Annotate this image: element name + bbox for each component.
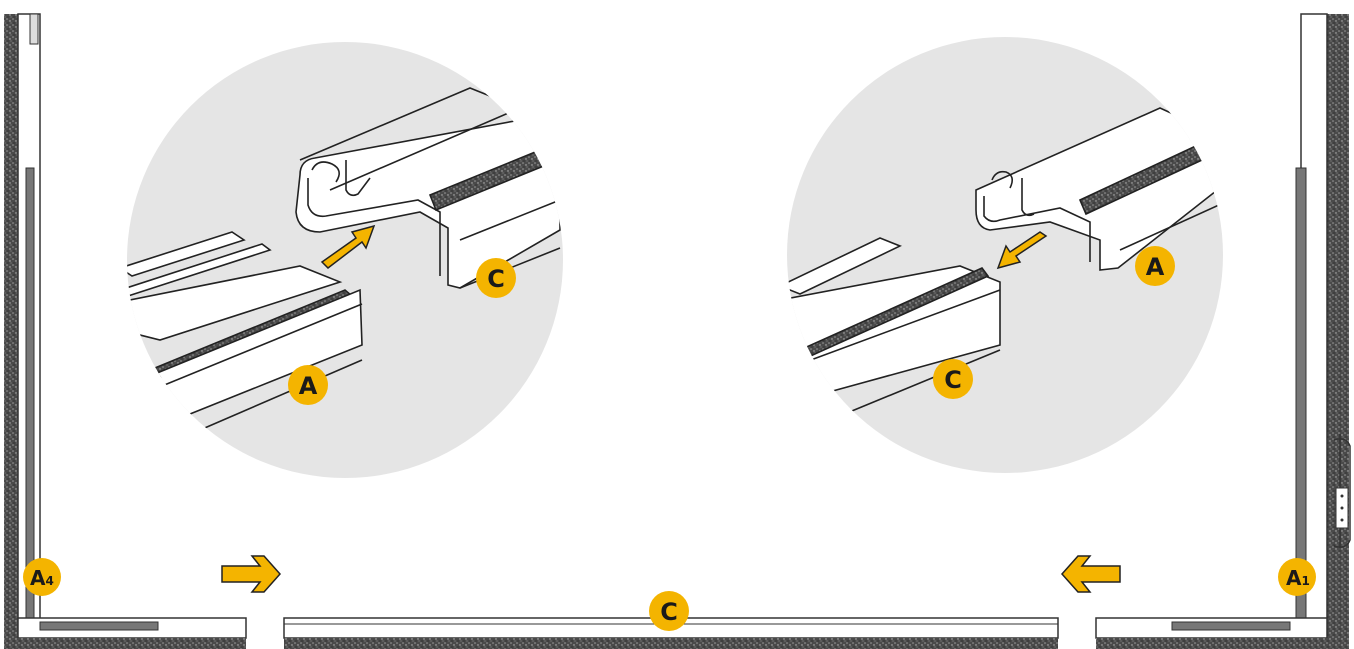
svg-text:C: C [487,265,505,293]
svg-text:A4: A4 [30,566,54,590]
svg-text:C: C [944,366,962,394]
badge-corner-left: A4 [23,558,61,596]
right-detail-view [787,37,1223,473]
badge-right-detail-top: A [1135,246,1175,286]
left-detail-view [127,42,563,478]
hinge [1333,434,1351,548]
arrow-right-icon [221,555,282,593]
badge-left-detail-top: C [476,258,516,298]
arrow-left-icon [1060,555,1121,593]
arrow-down-left-icon [996,231,1048,270]
svg-text:A: A [1146,253,1165,281]
badge-bottom-center: C [649,591,689,631]
badge-left-detail-bottom: A [288,365,328,405]
right-wall-profile [1095,13,1351,649]
svg-text:C: C [660,598,678,626]
svg-text:A1: A1 [1286,566,1310,590]
badge-right-detail-bottom: C [933,359,973,399]
badge-corner-right: A1 [1278,558,1316,596]
arrow-up-right-icon [320,224,376,269]
left-wall-profile [4,13,247,649]
svg-text:A: A [299,372,318,400]
